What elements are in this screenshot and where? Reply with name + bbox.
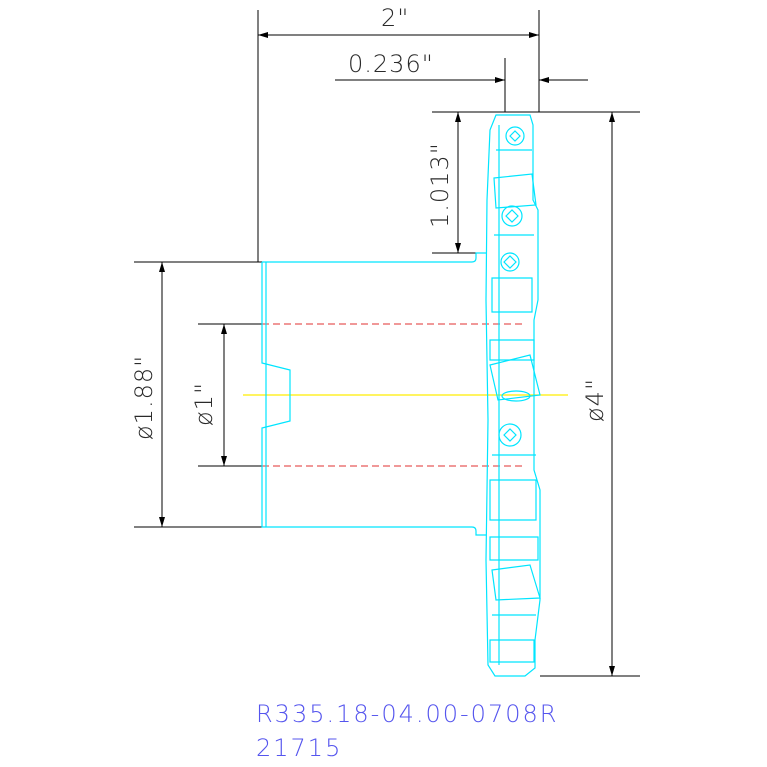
screw-hex-4: [503, 428, 517, 442]
part-number-label: R335.18-04.00-0708R: [256, 700, 559, 728]
part-outline: [261, 114, 541, 677]
insert-pocket-5: [489, 479, 537, 521]
dim-label-bore-diameter: ø1": [190, 382, 218, 426]
insert-pocket-7: [491, 564, 541, 601]
arbor-body: [261, 252, 486, 536]
job-number-label: 21715: [256, 734, 343, 762]
screw-hex-2: [505, 209, 519, 223]
insert-pocket-8: [489, 639, 535, 663]
insert-pocket-3: [489, 339, 535, 361]
insert-screw-4: [498, 423, 522, 447]
insert-screw-3: [500, 252, 520, 272]
dim-label-overall-length: 2": [381, 4, 409, 32]
insert-pocket-2: [491, 277, 533, 313]
dim-label-flange-offset: 0.236": [348, 50, 434, 78]
dim-label-insert-height: 1.013": [426, 142, 454, 228]
insert-screw-2: [501, 205, 523, 227]
insert-pocket-4: [489, 354, 541, 401]
cutter-disc-outline: [485, 114, 541, 677]
screw-hex-3: [503, 255, 517, 269]
dim-label-cutter-diameter: ø4": [581, 378, 609, 422]
dim-label-body-diameter: ø1.88": [130, 355, 158, 440]
insert-pocket-6: [489, 536, 539, 561]
insert-pocket-1: [493, 173, 537, 209]
insert-screw-5: [501, 390, 531, 402]
insert-screw-1: [505, 126, 525, 146]
dimension-lines: [134, 10, 640, 677]
screw-hex-1: [509, 130, 521, 142]
